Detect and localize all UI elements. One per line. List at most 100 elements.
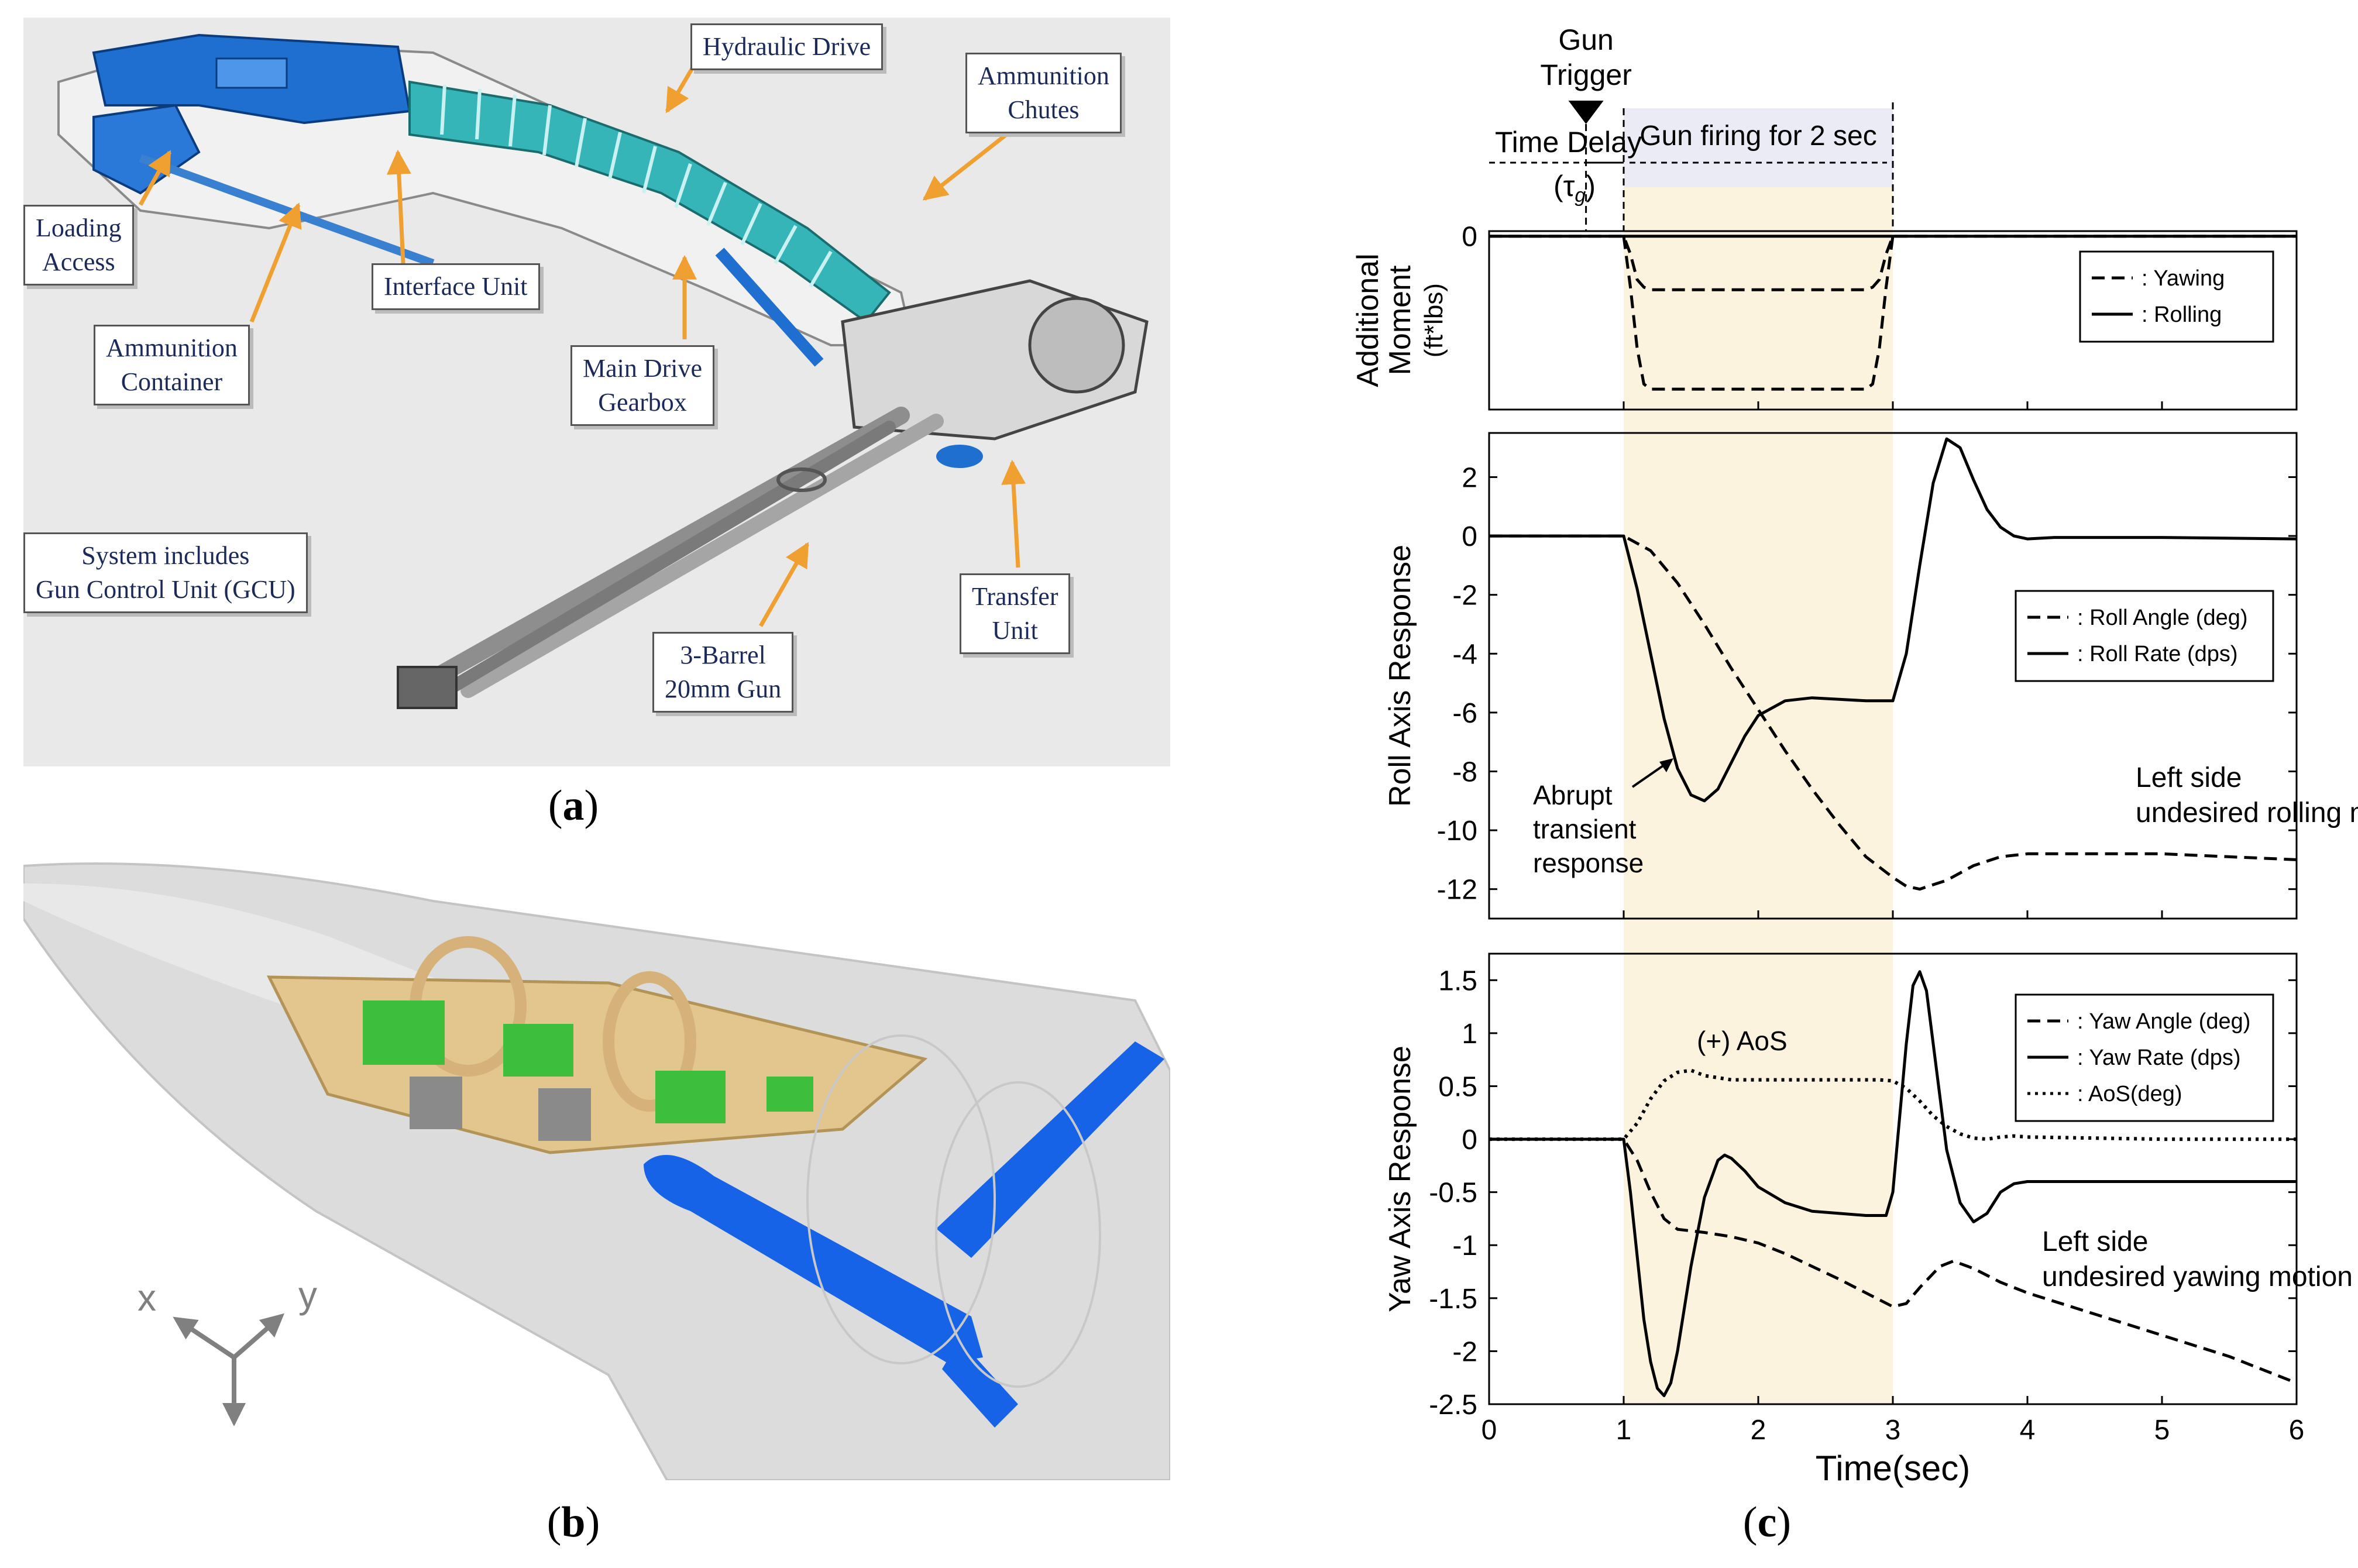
y-tick-label: -1.5 (1429, 1284, 1477, 1315)
legend-label: : Rolling (2142, 302, 2222, 327)
axis-label-x: x (138, 1277, 156, 1319)
callout-hydraulic-drive: Hydraulic Drive (690, 23, 884, 70)
y-tick-label: -2 (1452, 580, 1477, 611)
y-tick-label: -4 (1452, 639, 1477, 670)
y-tick-label: 1.5 (1438, 965, 1477, 996)
y-tick-label: 0.5 (1438, 1071, 1477, 1102)
gun-system-illustration: Hydraulic Drive Ammunition Chutes Loadin… (23, 18, 1170, 766)
left-yawing-label: undesired yawing motion (2042, 1261, 2353, 1292)
y-axis-label: Yaw Axis Response (1383, 1046, 1417, 1312)
caption-c: (c) (1742, 1498, 1792, 1546)
x-tick-label: 3 (1885, 1415, 1901, 1446)
series-line (1489, 437, 2297, 803)
y-axis-label: Moment (1383, 265, 1417, 375)
transfer-unit-shape (936, 445, 983, 468)
abrupt-response-label: transient (1533, 814, 1637, 844)
tau-close: ) (1586, 170, 1596, 202)
leader-arrows (138, 60, 1026, 627)
aos-label: (+) AoS (1697, 1026, 1788, 1056)
caption-c-letter: c (1757, 1498, 1777, 1546)
x-axis-label: Time(sec) (1816, 1449, 1970, 1488)
callout-text: Loading (36, 214, 122, 242)
abrupt-arrowhead (1659, 758, 1673, 772)
callout-text: Chutes (1008, 95, 1080, 124)
callout-transfer-unit: Transfer Unit (960, 573, 1071, 654)
callout-text: Gearbox (598, 388, 687, 417)
callout-text: Hydraulic Drive (703, 32, 871, 61)
caption-b-letter: b (561, 1498, 586, 1546)
firing-header-band (1624, 108, 1893, 187)
y-tick-label: -6 (1452, 698, 1477, 729)
aircraft-drawing: x y (23, 862, 1170, 1480)
x-tick-label: 0 (1482, 1415, 1497, 1446)
callout-text: Interface Unit (384, 272, 528, 301)
transparent-structure (806, 1034, 1101, 1388)
caption-b: (b) (546, 1498, 600, 1546)
legend-box (2079, 250, 2274, 343)
abrupt-response-label: response (1533, 848, 1644, 878)
x-tick-label: 6 (2289, 1415, 2305, 1446)
y-tick-label: -12 (1437, 875, 1477, 906)
tau-subscript: g (1575, 184, 1586, 207)
series-line (1622, 236, 1895, 391)
y-tick-label: -1 (1452, 1230, 1477, 1261)
caption-a-letter: a (562, 782, 585, 830)
callout-text: Access (42, 247, 115, 276)
x-tick-label: 1 (1616, 1415, 1632, 1446)
left-rolling-label: Left side (2136, 762, 2242, 793)
legend-box (2015, 993, 2274, 1122)
axes-triad (173, 1313, 285, 1426)
main-drive-link (715, 247, 824, 367)
tau-label: (τg) (1553, 170, 1596, 207)
callout-text: 3-Barrel (680, 641, 766, 669)
callout-text: Transfer (972, 582, 1058, 611)
y-tick-label: 0 (1462, 521, 1477, 552)
caption-a: (a) (548, 782, 599, 830)
y-tick-label: -2 (1452, 1336, 1477, 1367)
callout-text: Ammunition (106, 333, 238, 362)
callout-ammunition-container: Ammunition Container (94, 325, 250, 405)
callout-text: Container (121, 367, 223, 396)
y-tick-label: 2 (1462, 462, 1477, 493)
legend-label: : Yawing (2142, 266, 2225, 291)
x-tick-label: 2 (1751, 1415, 1766, 1446)
y-tick-label: -8 (1452, 757, 1477, 788)
legend-box (2015, 590, 2274, 682)
series-line (1489, 235, 2297, 291)
callout-interface-unit: Interface Unit (372, 263, 540, 310)
callout-3-barrel-gun: 3-Barrel 20mm Gun (652, 632, 794, 713)
callout-ammunition-chutes: Ammunition Chutes (965, 53, 1122, 133)
abrupt-response-label: Abrupt (1533, 780, 1613, 810)
y-axis-label: Additional (1351, 253, 1385, 387)
aircraft-model-illustration: x y (23, 848, 1170, 1480)
response-chart-svg: 0 : Yawing : Rolling AdditionalMoment(ft*lb… (1351, 23, 2358, 1488)
axis-label-y: y (298, 1274, 317, 1316)
trigger-marker (1568, 101, 1604, 124)
callout-loading-access: Loading Access (23, 205, 134, 286)
callout-text: Ammunition (978, 61, 1109, 90)
series-line (1489, 534, 2297, 891)
blue-tray-window (215, 57, 288, 89)
y-axis-label: Roll Axis Response (1383, 545, 1417, 807)
cockpit-frames (266, 936, 928, 1154)
gun-trigger-label: Trigger (1540, 59, 1632, 91)
callout-text: Gun Control Unit (GCU) (36, 575, 295, 604)
y-tick-label: 0 (1462, 222, 1477, 253)
left-rolling-label: undesired rolling motion (2136, 797, 2358, 828)
left-yawing-label: Left side (2042, 1226, 2148, 1257)
y-axis-label: (ft*lbs) (1419, 283, 1448, 357)
gun-firing-label: Gun firing for 2 sec (1639, 121, 1877, 152)
callout-text: Unit (992, 616, 1038, 645)
callout-text: Main Drive (583, 354, 703, 383)
y-tick-label: 1 (1462, 1019, 1477, 1050)
series-line (1489, 1137, 2297, 1385)
series-line (1489, 970, 2297, 1397)
legend-label: : Yaw Angle (deg) (2077, 1009, 2250, 1034)
callout-text: System includes (81, 541, 250, 570)
y-tick-label: -2.5 (1429, 1390, 1477, 1421)
callout-main-drive-gearbox: Main Drive Gearbox (570, 345, 715, 426)
y-tick-label: -10 (1437, 816, 1477, 847)
x-tick-label: 5 (2154, 1415, 2170, 1446)
y-tick-label: 0 (1462, 1125, 1477, 1156)
